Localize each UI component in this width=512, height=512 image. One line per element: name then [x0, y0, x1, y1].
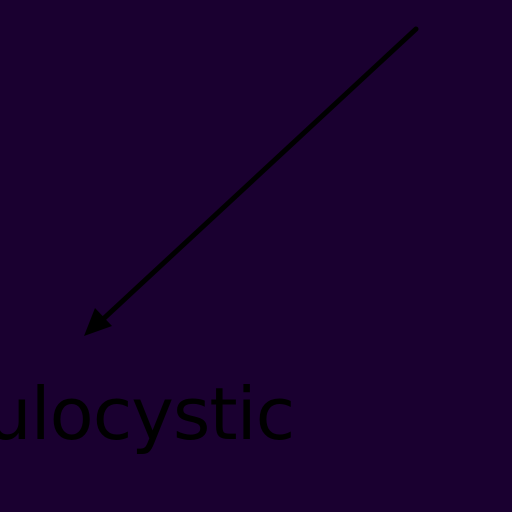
word-label: ulocystic — [0, 372, 295, 456]
arrow-shaft — [97, 26, 419, 325]
arrow-head — [84, 308, 112, 336]
